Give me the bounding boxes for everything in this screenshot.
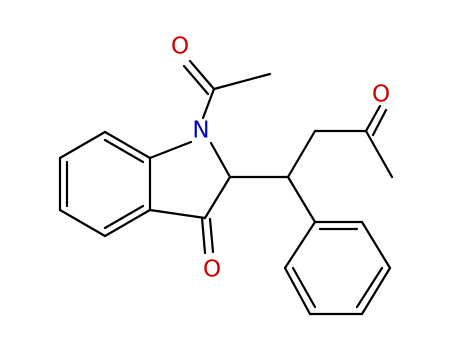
bond-inner-3: [103, 138, 145, 164]
bond-acetyl-co-2: [182, 64, 210, 96]
acetyl-group: [182, 59, 272, 120]
bond-c3-o-1: [200, 216, 207, 255]
bond-c7-c7a: [103, 130, 152, 160]
bond-n-c2: [209, 141, 232, 179]
bond-co-methyl: [364, 129, 394, 179]
bond-ketone-co-2: [371, 108, 388, 137]
phenyl-ring: [283, 220, 392, 316]
side-chain: [228, 104, 394, 224]
five-membered-ring: [148, 140, 232, 255]
atom-n: N: [192, 118, 209, 144]
bond-ch-phenyl: [286, 175, 317, 224]
bond-acetyl-co-1: [188, 59, 216, 91]
bond-inner-1: [103, 204, 145, 230]
bond-ch-ch2: [286, 129, 317, 179]
bond-ph-inner-2: [355, 266, 384, 309]
bond-c2-c3: [203, 175, 232, 220]
bond-ketone-co-1: [364, 104, 382, 133]
bond-ph-inner-3: [291, 266, 317, 309]
bond-c3-o-2: [208, 217, 215, 254]
atom-o-ketone: O: [372, 82, 390, 108]
bond-ph-6: [283, 220, 317, 270]
bond-n-c7a: [148, 140, 193, 160]
bond-carbonyl-c-methyl: [212, 72, 272, 91]
bond-carbonyl-c-n: [201, 87, 216, 120]
bond-c3a-c4: [103, 208, 152, 238]
atom-o-acetyl: O: [171, 34, 189, 60]
bond-ph-2: [360, 220, 392, 270]
bond-c4-c5: [58, 208, 107, 238]
bond-ph-5: [283, 266, 312, 316]
bond-c3-c3a: [148, 208, 207, 220]
bond-c6-c7: [58, 130, 107, 160]
bond-ph-3: [360, 266, 392, 316]
atom-o-ring: O: [203, 257, 221, 283]
fused-benzene-ring: [58, 130, 152, 238]
